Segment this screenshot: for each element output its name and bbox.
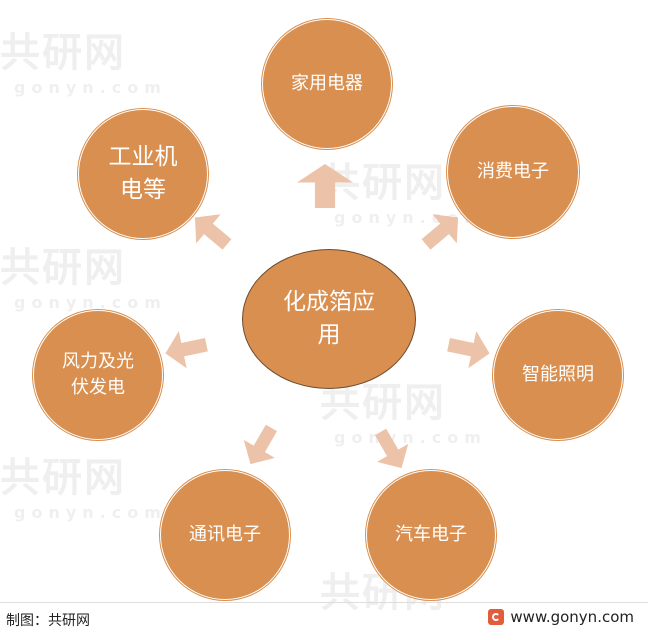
arrow-to-home-appliances	[297, 164, 353, 208]
footer-divider	[0, 602, 648, 603]
node-home-appliances: 家用电器	[262, 19, 392, 149]
node-label: 家用电器	[291, 72, 363, 94]
node-label: 风力及光 伏发电	[62, 350, 134, 398]
center-node-label: 化成箔应 用	[283, 288, 375, 348]
node-auto-electronics: 汽车电子	[366, 470, 496, 600]
website-credit: www.gonyn.com	[488, 608, 634, 626]
node-label: 通讯电子	[189, 523, 261, 545]
node-label: 汽车电子	[395, 523, 467, 545]
node-label: 智能照明	[522, 363, 594, 385]
watermark: 共研网 gonyn.com	[0, 245, 167, 312]
node-smart-lighting: 智能照明	[493, 310, 623, 440]
source-credit: 制图：共研网	[6, 613, 90, 629]
arrow-to-smart-lighting	[445, 326, 494, 372]
arrow-to-telecom-electronics	[235, 419, 287, 473]
arrow-to-wind-solar	[162, 326, 211, 372]
center-node: 化成箔应 用	[242, 249, 416, 389]
node-wind-solar: 风力及光 伏发电	[33, 310, 163, 440]
node-label: 工业机 电等	[108, 143, 178, 203]
node-industrial: 工业机 电等	[78, 109, 208, 239]
website-url[interactable]: www.gonyn.com	[510, 608, 634, 626]
node-label: 消费电子	[477, 160, 549, 182]
watermark: 共研网 gonyn.com	[0, 30, 167, 97]
gonyn-logo-icon	[488, 609, 505, 625]
arrow-to-auto-electronics	[365, 423, 417, 477]
node-consumer-electronics: 消费电子	[447, 106, 579, 238]
watermark: 共研网 gonyn.com	[0, 455, 167, 522]
node-telecom-electronics: 通讯电子	[160, 470, 290, 600]
